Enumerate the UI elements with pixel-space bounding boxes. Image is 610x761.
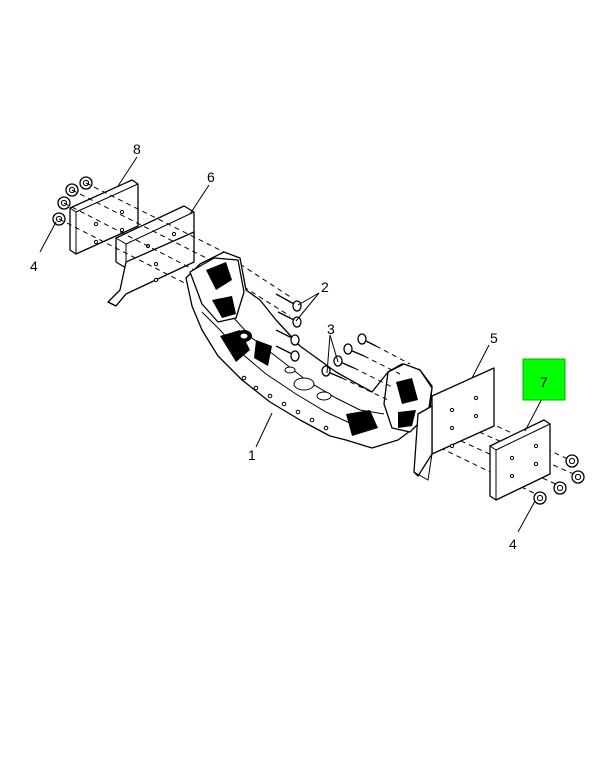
callout-1[interactable]: 1 <box>248 447 256 463</box>
part-3-bolts <box>321 333 377 379</box>
part-8-bracket-plate <box>69 179 139 255</box>
callout-6[interactable]: 6 <box>207 169 215 185</box>
callout-7-highlight[interactable] <box>522 358 566 401</box>
callout-4-right[interactable]: 4 <box>509 536 517 552</box>
callout-8[interactable]: 8 <box>133 141 141 157</box>
part-5-angle-bracket <box>413 367 495 481</box>
part-1-crossmember <box>185 251 433 449</box>
callout-3[interactable]: 3 <box>327 321 335 337</box>
part-2-bolts <box>275 293 302 362</box>
callout-2[interactable]: 2 <box>321 279 329 295</box>
leader-lines <box>39 156 545 533</box>
callout-5[interactable]: 5 <box>490 330 498 346</box>
callout-7[interactable]: 7 <box>540 374 548 390</box>
part-4-nuts-left <box>52 176 93 226</box>
part-4-nuts-right <box>533 454 585 505</box>
callout-4-left[interactable]: 4 <box>30 258 38 274</box>
part-7-bracket-plate <box>489 419 551 501</box>
part-6-angle-bracket <box>107 205 195 307</box>
